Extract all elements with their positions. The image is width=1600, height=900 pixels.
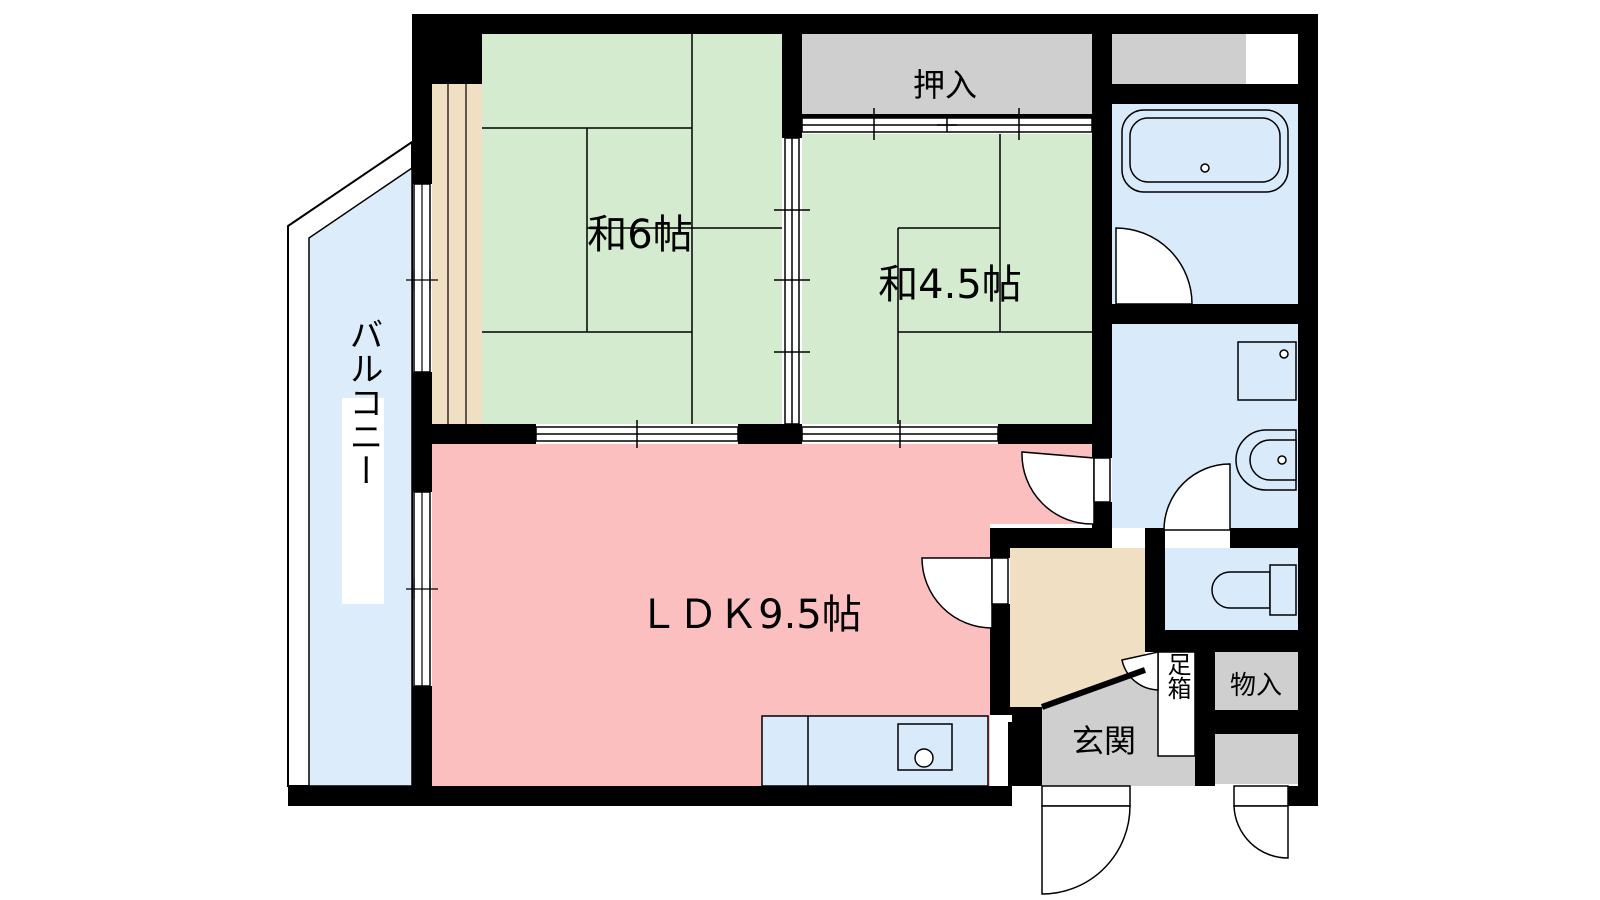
oshiire-floor	[802, 34, 1092, 118]
door-genkan	[1041, 785, 1131, 895]
label-genkan: 玄関	[1072, 722, 1136, 760]
label-getabako: 下足箱	[1163, 628, 1191, 700]
washitsu-45-floor	[802, 134, 1092, 424]
window-left-lower	[406, 491, 438, 687]
engawa-floor	[432, 84, 482, 424]
label-oshiire: 押入	[913, 66, 977, 104]
sliding-door-45-ldk	[801, 420, 999, 448]
top-right-storage	[1112, 34, 1246, 84]
label-balcony-group: バルコニー	[342, 317, 384, 604]
entry-step	[1040, 667, 1147, 710]
tatami-lines-6	[482, 34, 782, 424]
walls	[288, 14, 1318, 806]
door-bath	[1115, 227, 1193, 305]
wash-basin	[1235, 429, 1297, 491]
label-washitsu-45: 和4.5帖	[878, 262, 1022, 308]
door-lower-storage	[1233, 785, 1289, 859]
ldk-floor	[432, 444, 1092, 786]
toilet	[1211, 564, 1297, 616]
kitchen-counter	[761, 715, 989, 787]
engawa-lines	[447, 84, 467, 424]
door-entry-hall	[921, 557, 1009, 629]
lower-right-storage	[1215, 734, 1298, 784]
label-monoire: 物入	[1230, 671, 1282, 701]
oshiire-sliding-door	[801, 108, 1093, 140]
label-getabako-group: 下足箱	[1162, 628, 1192, 752]
label-balcony: バルコニー	[343, 317, 383, 487]
tatami-lines-45	[897, 134, 1092, 424]
genkan-floor	[1042, 670, 1195, 786]
bathtub	[1121, 109, 1289, 193]
washing-machine-pan	[1237, 341, 1297, 401]
window-left-upper	[406, 183, 438, 373]
sliding-door-6-45	[774, 137, 810, 425]
washitsu-6-floor	[482, 34, 782, 424]
monoire-floor	[1215, 652, 1298, 710]
sliding-door-6-ldk	[535, 420, 739, 448]
label-washitsu-6: 和6帖	[587, 212, 692, 258]
label-ldk: ＬＤＫ9.5帖	[638, 592, 862, 638]
entry-hall-floor	[1010, 548, 1145, 707]
door-washroom	[1021, 451, 1111, 525]
door-toilet	[1163, 463, 1231, 531]
